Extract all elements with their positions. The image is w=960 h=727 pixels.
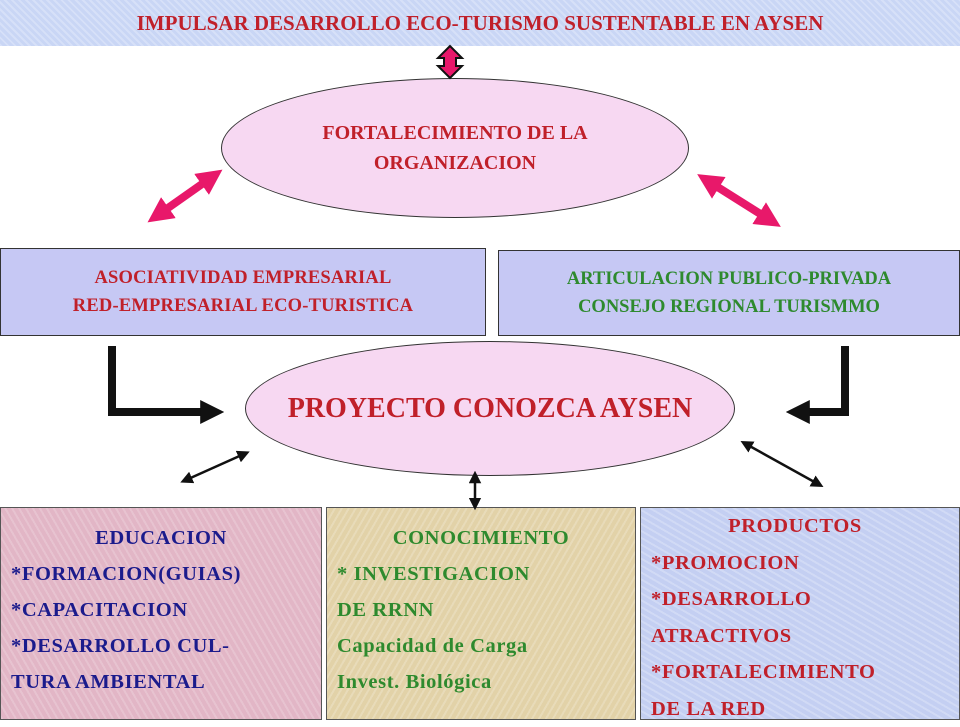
pink-arrow-right (708, 181, 770, 220)
banner-ellipse-double-arrow (438, 46, 462, 78)
black-arrow-education (186, 454, 244, 480)
pink-arrow-left (158, 177, 212, 215)
black-arrow-products (746, 444, 818, 484)
l-arrow-left (112, 346, 205, 412)
l-arrow-right (805, 346, 845, 412)
